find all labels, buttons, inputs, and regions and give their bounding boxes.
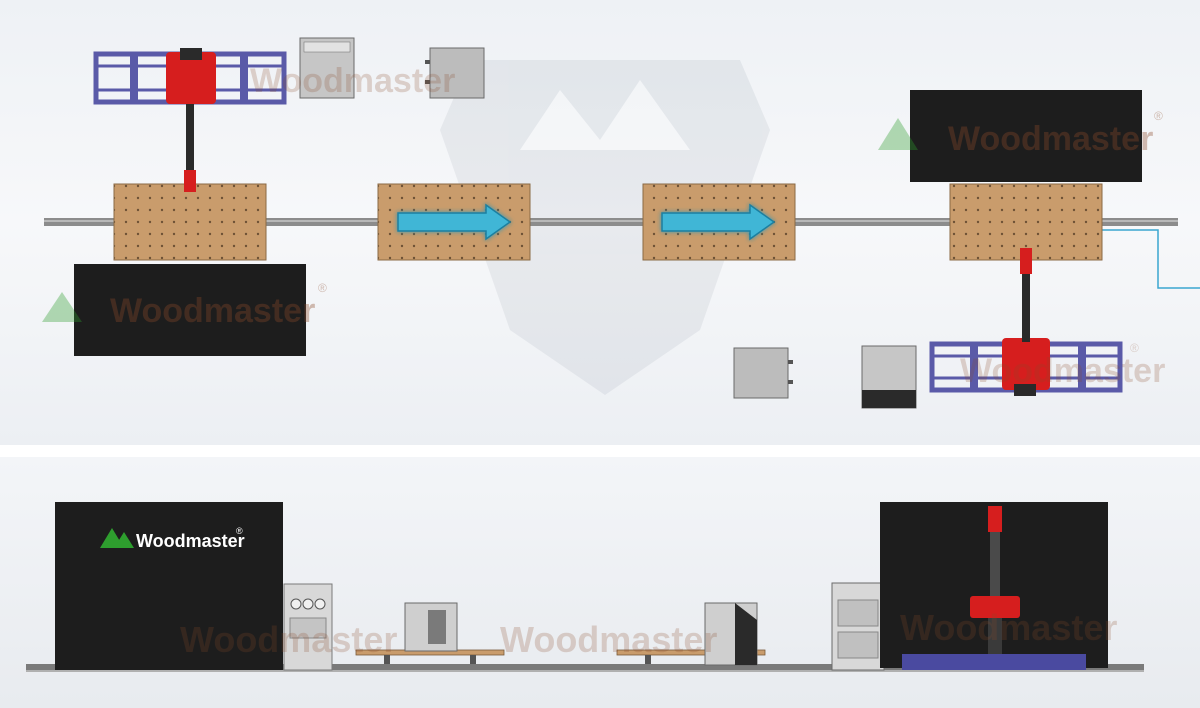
cabinet-top-2 [425, 47, 485, 99]
view-separator [0, 445, 1200, 457]
work-table-4 [949, 183, 1103, 261]
cabinet-top-4 [861, 345, 917, 409]
watermark-text: Woodmaster [960, 352, 1165, 390]
watermark-top-robot: Woodmaster ® [960, 341, 1165, 390]
enclosure-left [55, 502, 283, 670]
cable-line [1070, 229, 1200, 289]
work-table-1 [113, 183, 267, 261]
woodmaster-logo: Woodmaster ® [100, 526, 245, 551]
watermark-registered: ® [1130, 341, 1139, 355]
watermark-text: Woodmaster [180, 619, 397, 660]
gantry-robot-bottom-right [929, 248, 1123, 396]
watermark-top-right: Woodmaster ® [878, 109, 1163, 158]
gauge-cabinet [283, 583, 333, 671]
side-cabinet-1 [404, 602, 458, 652]
cabinet-top-3 [733, 347, 793, 399]
watermark-side: Woodmaster Woodmaster Woodmaster [180, 607, 1117, 660]
watermark-top-left: Woodmaster ® [42, 281, 327, 330]
watermark-text: Woodmaster [900, 607, 1117, 648]
side-cabinet-2 [704, 602, 758, 666]
robot-base-platform [902, 654, 1086, 670]
watermark-registered: ® [318, 281, 327, 295]
flow-arrow-2 [661, 203, 776, 241]
mountain-icon-small [114, 532, 134, 548]
cabinet-top-1 [299, 37, 355, 99]
logo-text: Woodmaster [136, 531, 245, 551]
side-cabinet-3 [831, 582, 885, 671]
side-rail-shadow [26, 670, 1144, 672]
black-panel-right [910, 90, 1142, 182]
black-panel-left [74, 264, 306, 356]
flow-arrow-1 [397, 203, 512, 241]
shield-watermark [440, 60, 770, 395]
watermark-registered: ® [1154, 109, 1163, 123]
watermark-text: Woodmaster [500, 619, 717, 660]
logo-registered: ® [236, 526, 243, 536]
watermark-top-upper: Woodmaster [250, 62, 455, 100]
watermark-text: Woodmaster [110, 292, 315, 330]
top-rail-highlight [44, 220, 1178, 222]
vertical-robot [970, 506, 1020, 654]
gantry-robot-top-left [93, 48, 287, 192]
watermark-text: Woodmaster [948, 120, 1153, 158]
side-rail [26, 664, 1144, 670]
watermark-text: Woodmaster [250, 62, 455, 100]
